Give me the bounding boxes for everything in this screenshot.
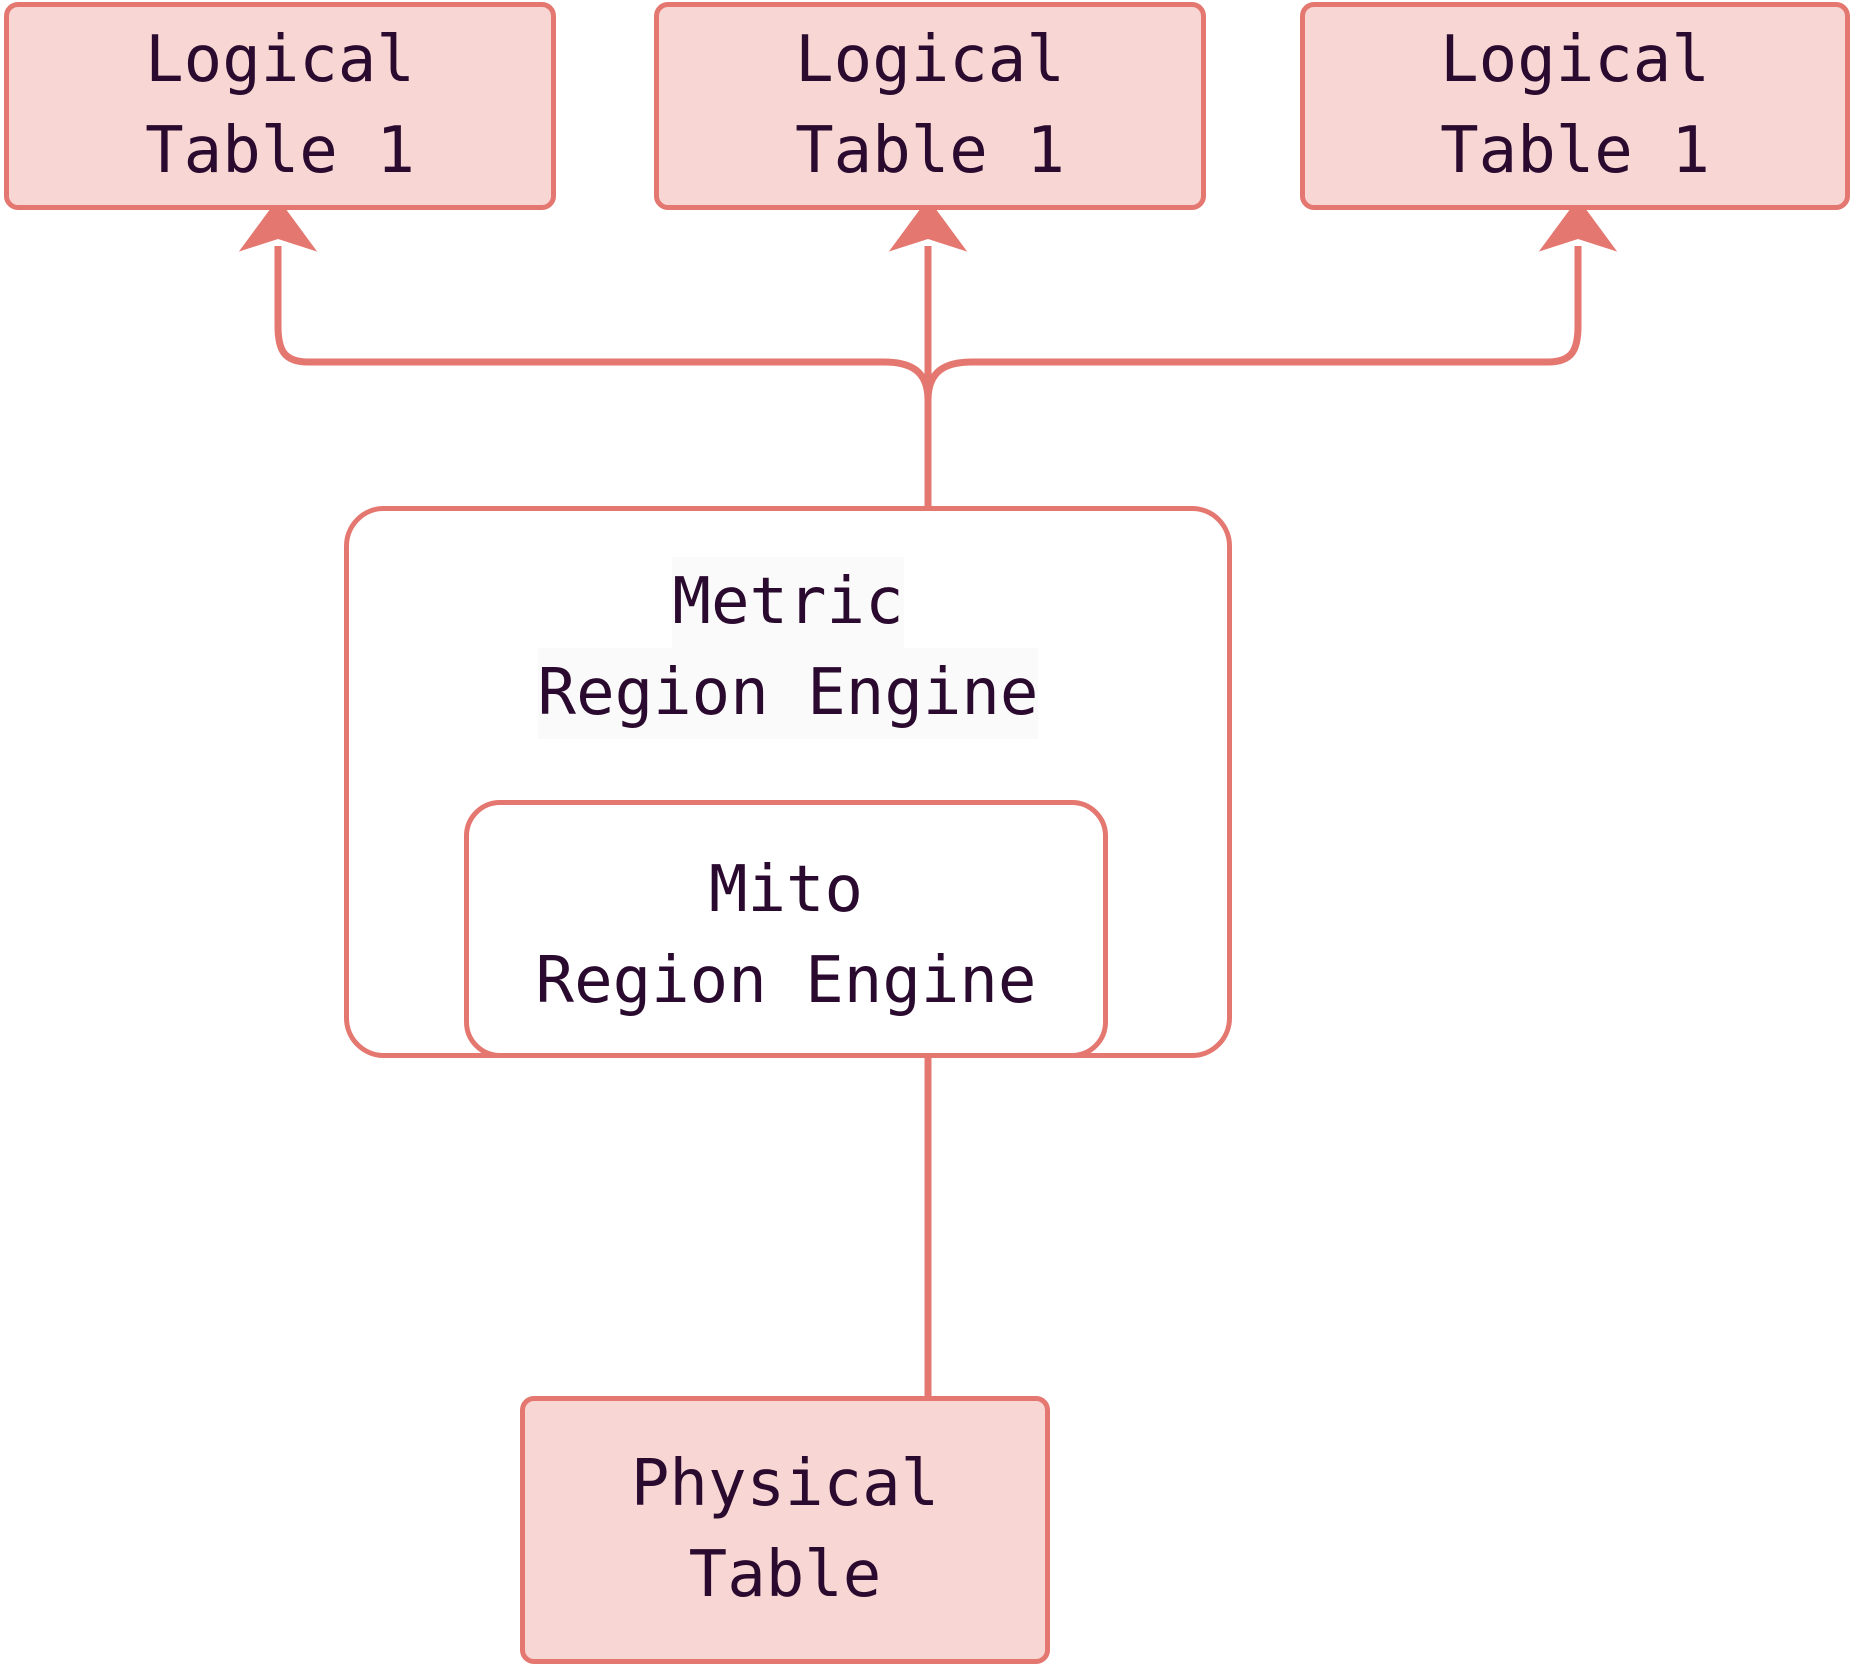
node-logical-table-2-line-2: Table 1 <box>795 114 1065 188</box>
node-logical-table-2-line-1: Logical <box>795 23 1065 98</box>
node-logical-table-3-line-2: Table 1 <box>1440 114 1710 188</box>
node-logical-table-2[interactable]: Logical Table 1 <box>654 2 1206 210</box>
node-physical-table-line-1: Physical <box>630 1447 940 1522</box>
node-logical-table-1[interactable]: Logical Table 1 <box>4 2 556 210</box>
node-mito-region-engine-line-2: Region Engine <box>535 943 1037 1018</box>
node-metric-region-engine[interactable]: Metric Region Engine <box>344 506 1232 1058</box>
edge-branch-left <box>238 198 932 401</box>
node-physical-table-line-2: Table <box>688 1538 882 1612</box>
node-mito-region-engine-line-1: Mito <box>708 853 864 927</box>
edge-branch-right <box>924 198 1618 401</box>
node-logical-table-3[interactable]: Logical Table 1 <box>1300 2 1850 210</box>
node-metric-region-engine-line-2: Region Engine <box>537 647 1039 739</box>
node-logical-table-3-line-1: Logical <box>1440 23 1710 98</box>
node-physical-table[interactable]: Physical Table <box>520 1396 1050 1664</box>
node-mito-region-engine[interactable]: Mito Region Engine <box>464 800 1108 1058</box>
node-logical-table-1-line-1: Logical <box>145 23 415 98</box>
node-logical-table-1-line-2: Table 1 <box>145 114 415 188</box>
node-metric-region-engine-line-1: Metric <box>672 557 904 648</box>
